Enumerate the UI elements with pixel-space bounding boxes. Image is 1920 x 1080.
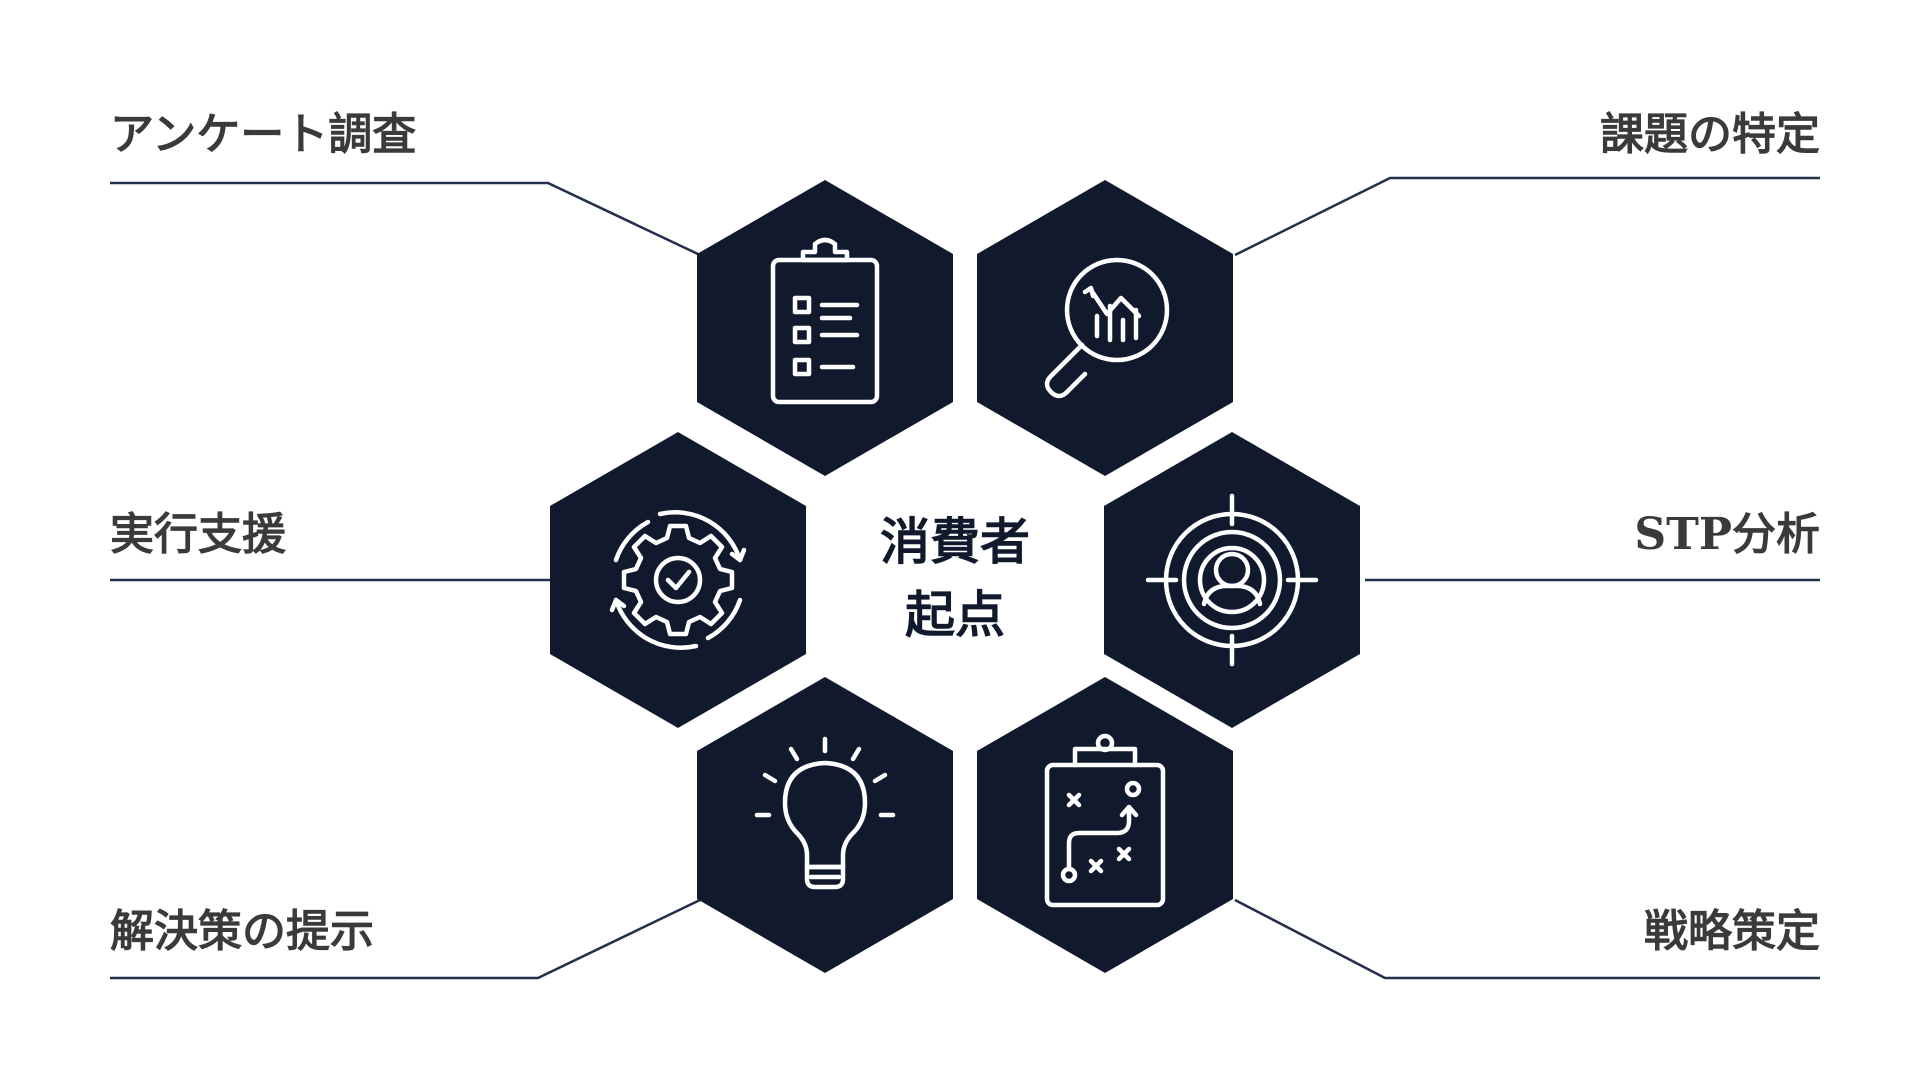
hex-survey bbox=[697, 180, 953, 476]
center-title-line2: 起点 bbox=[905, 585, 1005, 644]
gear-check-cycle-icon bbox=[609, 510, 747, 650]
label-strategy: 戦略策定 bbox=[1644, 906, 1820, 957]
lightbulb-icon bbox=[754, 736, 896, 890]
label-survey: アンケート調査 bbox=[110, 109, 417, 160]
connector-survey bbox=[110, 181, 701, 257]
hex-strategy bbox=[977, 677, 1233, 973]
hex-stp bbox=[1104, 432, 1360, 728]
strategy-board-icon bbox=[1044, 733, 1166, 908]
label-solution: 解決策の提示 bbox=[110, 906, 374, 957]
magnifier-chart-icon bbox=[1044, 257, 1170, 399]
hex-issue bbox=[977, 180, 1233, 476]
label-stp: STP分析 bbox=[1634, 509, 1820, 560]
center-title-line1: 消費者 bbox=[880, 512, 1030, 571]
label-execution: 実行支援 bbox=[110, 509, 286, 560]
connector-issue bbox=[1234, 176, 1820, 257]
hex-exec bbox=[550, 432, 806, 728]
label-issue: 課題の特定 bbox=[1600, 109, 1820, 160]
clipboard-checklist-icon bbox=[770, 237, 880, 405]
target-person-icon bbox=[1145, 493, 1319, 667]
connector-strategy bbox=[1234, 898, 1820, 980]
hex-solution bbox=[697, 677, 953, 973]
connector-solution bbox=[110, 898, 701, 980]
